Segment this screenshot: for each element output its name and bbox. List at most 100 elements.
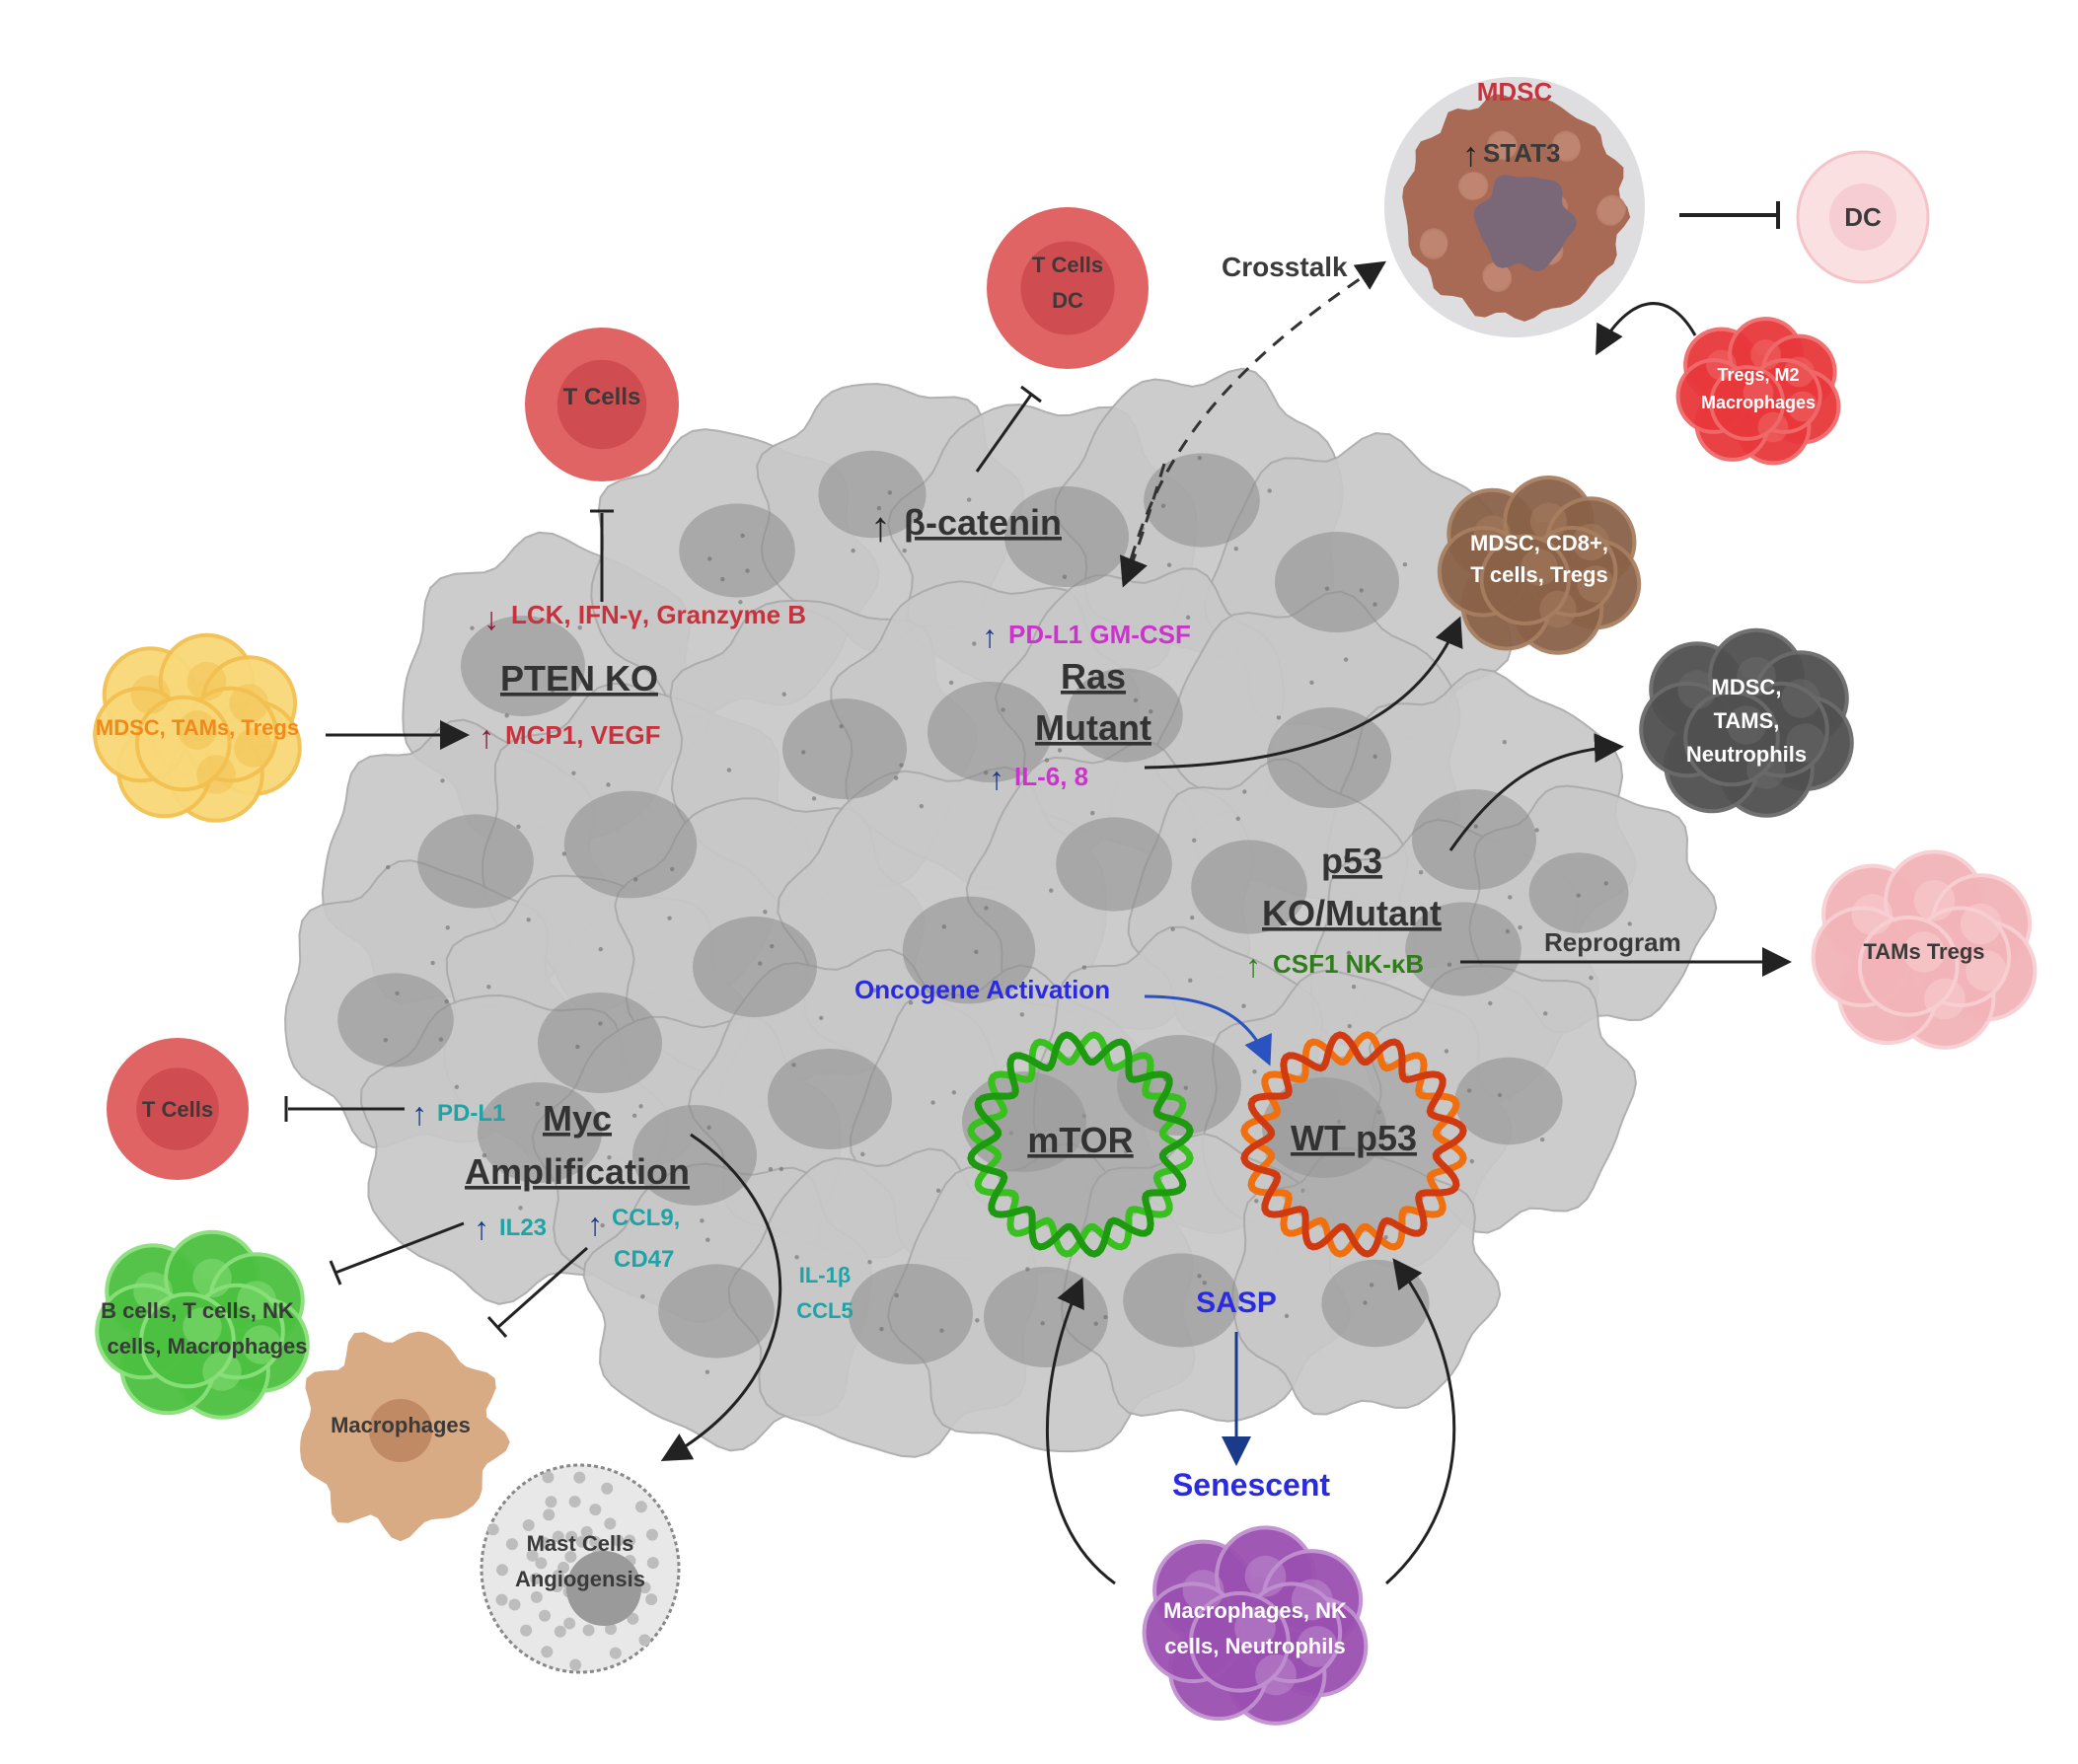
mtor-helix-core xyxy=(992,1056,1169,1233)
tumor-speckle xyxy=(1252,1068,1257,1074)
brown-cluster xyxy=(1437,476,1642,655)
tumor-speckle xyxy=(438,1037,444,1042)
green-cluster-label-2: cells, Macrophages xyxy=(108,1334,308,1359)
myc-ccl9-label-2: CD47 xyxy=(614,1246,674,1273)
tumor-speckle xyxy=(633,877,638,882)
tumor-speckle xyxy=(1497,1092,1503,1098)
purple-cluster-nucleus xyxy=(1244,1555,1287,1597)
t-cells-top-cell xyxy=(525,328,679,481)
tumor-speckle xyxy=(638,1104,643,1109)
tumor-nucleus xyxy=(538,992,662,1093)
tumor-nucleus xyxy=(563,790,698,899)
tumor-speckle xyxy=(1309,680,1314,685)
tumor-speckle xyxy=(1190,915,1195,920)
up-arrow-ras-2: ↑ xyxy=(989,761,1004,796)
mast-granule xyxy=(605,1623,618,1636)
t-cells-dc-cell-nucleus xyxy=(1020,241,1115,335)
green-cluster-nucleus xyxy=(202,1352,242,1391)
green-cluster xyxy=(95,1229,310,1420)
tumor-speckle xyxy=(607,1154,612,1160)
pink-cluster-nucleus xyxy=(1851,894,1893,935)
mast-granule xyxy=(569,1658,582,1671)
ras-label-2: Mutant xyxy=(1035,707,1151,748)
tumor-speckle xyxy=(745,568,750,573)
dark-cluster-label-3: Neutrophils xyxy=(1686,742,1807,767)
dc-cell xyxy=(1796,150,1930,284)
tumor-nucleus xyxy=(984,1267,1108,1367)
mast-granule xyxy=(573,1471,586,1484)
tumor-speckle xyxy=(908,1000,914,1005)
pink-cluster xyxy=(1811,849,2038,1050)
up-arrow-myc-ccl9: ↑ xyxy=(587,1207,603,1242)
myc-pdl1-label: PD-L1 xyxy=(437,1100,505,1127)
green-cluster-nucleus xyxy=(192,1258,232,1298)
tumor-speckle xyxy=(1160,503,1166,508)
green-cluster-nucleus xyxy=(242,1325,281,1364)
pten-down-label: LCK, IFN-γ, Granzyme B xyxy=(511,600,806,629)
tumor-speckle xyxy=(1040,1321,1045,1326)
tumor-speckle xyxy=(383,1037,388,1043)
mast-granule xyxy=(565,1530,578,1543)
tumor-speckle xyxy=(763,910,768,915)
mast-granule xyxy=(538,1536,551,1549)
mast-granule xyxy=(541,1646,554,1658)
mtor-helix-strand xyxy=(967,1031,1194,1258)
inhibit-bar-green xyxy=(329,1260,342,1286)
mast-granule xyxy=(646,1557,659,1570)
il1b-label-2: CCL5 xyxy=(796,1298,853,1323)
tumor-speckle xyxy=(893,775,899,780)
mast-cell xyxy=(480,1463,681,1674)
tumor-speckle xyxy=(758,961,763,966)
tregs-m2-label-1: Tregs, M2 xyxy=(1717,365,1799,385)
tumor-nucleus xyxy=(1267,707,1391,808)
reprogram-label: Reprogram xyxy=(1544,927,1681,957)
tumor-speckle xyxy=(454,1084,460,1089)
tumor-speckle xyxy=(1044,758,1050,763)
tumor-speckle xyxy=(535,1101,541,1107)
stat3-label: STAT3 xyxy=(1483,138,1560,168)
tumor-speckle xyxy=(1093,1321,1098,1326)
tumor-speckle xyxy=(1508,895,1513,900)
tumor-nucleus xyxy=(679,503,795,598)
tumor-nucleus xyxy=(658,1264,775,1359)
tumor-speckle xyxy=(948,680,954,686)
tumor-nucleus xyxy=(1191,840,1307,934)
mast-granule xyxy=(609,1647,622,1659)
tregs-m2-cluster-nucleus xyxy=(1783,356,1815,388)
tumor-speckle xyxy=(872,988,877,992)
tumor-speckle xyxy=(1466,1088,1472,1093)
tumor-speckle xyxy=(1062,574,1068,579)
yellow-cluster-nucleus xyxy=(186,661,227,701)
tumor-speckle xyxy=(606,782,611,787)
t-cells-left-label: T Cells xyxy=(142,1097,213,1122)
tumor-speckle xyxy=(887,490,893,495)
purple-cluster-nucleus xyxy=(1291,1579,1333,1621)
tumor-speckle xyxy=(984,906,989,911)
inhibit-bar-tcells-dc xyxy=(1020,385,1042,404)
tumor-speckle xyxy=(705,1237,710,1242)
tumor-nucleus xyxy=(693,917,817,1017)
tumor-speckle xyxy=(919,803,925,809)
mast-granule xyxy=(624,1534,636,1547)
mast-granule xyxy=(604,1517,617,1530)
tumor-speckle xyxy=(1323,852,1328,858)
pink-cluster-nucleus xyxy=(1903,931,1945,973)
t-cells-dc-cell xyxy=(987,207,1149,369)
mast-granule xyxy=(505,1538,518,1551)
mast-cells-label-1: Mast Cells xyxy=(527,1531,634,1556)
mast-granule xyxy=(520,1624,533,1637)
purple-cluster-nucleus xyxy=(1234,1607,1276,1649)
p53-to-dark-arrow xyxy=(1448,733,1624,851)
tumor-speckle xyxy=(811,796,817,801)
tumor-speckle xyxy=(440,778,445,783)
tumor-speckle xyxy=(1241,1003,1246,1008)
tumor-nucleus xyxy=(902,896,1036,1004)
yellow-cluster-nucleus xyxy=(196,755,236,794)
pink-cluster-nucleus xyxy=(1924,978,1966,1020)
tumor-nucleus xyxy=(1321,1259,1430,1348)
tumor-nucleus xyxy=(1454,1057,1563,1145)
tumor-speckle xyxy=(939,1328,944,1333)
tumor-nucleus xyxy=(1405,902,1521,996)
up-arrow-myc-pdl1: ↑ xyxy=(411,1096,427,1132)
mast-granule xyxy=(552,1569,564,1581)
